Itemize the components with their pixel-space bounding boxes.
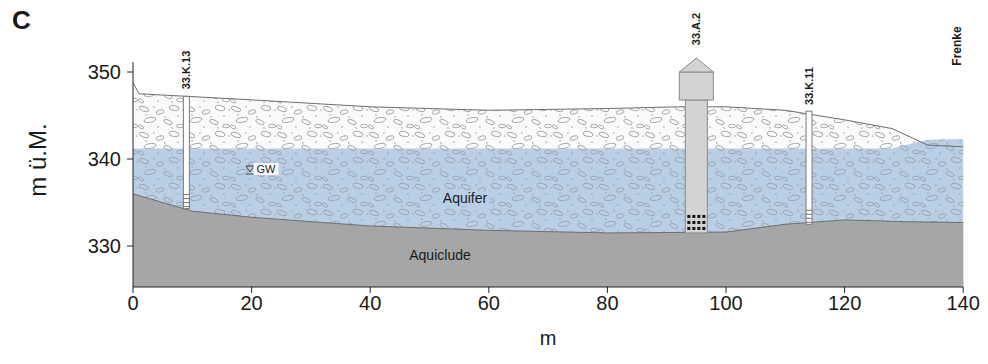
axis-tick-label: 60 — [478, 292, 500, 314]
well-label: 33.K.11 — [803, 67, 815, 105]
axis-tick-label: 80 — [596, 292, 618, 314]
gravel-texture — [133, 82, 963, 287]
axis-tick-label: 330 — [88, 235, 121, 257]
axis-tick-label: 120 — [828, 292, 861, 314]
axis-title: m ü.M. — [25, 123, 51, 196]
axis-tick-label: 140 — [947, 292, 980, 314]
axis-title: m — [540, 327, 557, 349]
well-label: 33.A.2 — [690, 13, 702, 45]
axis-tick-label: 340 — [88, 148, 121, 170]
well-shaft — [679, 58, 713, 233]
ground-surface — [133, 82, 963, 146]
axis-tick-label: 100 — [709, 292, 742, 314]
layer-label: Aquiclude — [406, 248, 474, 263]
gravel-texture — [133, 139, 963, 287]
panel-letter: C — [12, 6, 31, 35]
aquiclude-top — [133, 194, 963, 233]
layer-label: Aquifer — [440, 191, 490, 206]
axis-tick-label: 40 — [359, 292, 381, 314]
aquifer-layer — [133, 139, 963, 287]
unsaturated-zone — [133, 82, 963, 287]
piezometer — [183, 96, 189, 208]
water-level-label: GW — [254, 163, 279, 175]
axes — [127, 62, 963, 293]
axis-tick-label: 350 — [88, 61, 121, 83]
aquiclude-layer — [133, 194, 963, 287]
axis-tick-label: 0 — [127, 292, 138, 314]
axis-tick-label: 20 — [240, 292, 262, 314]
piezometer — [806, 111, 812, 224]
river-label: Frenke — [951, 26, 964, 65]
well-label: 33.K.13 — [180, 51, 192, 90]
